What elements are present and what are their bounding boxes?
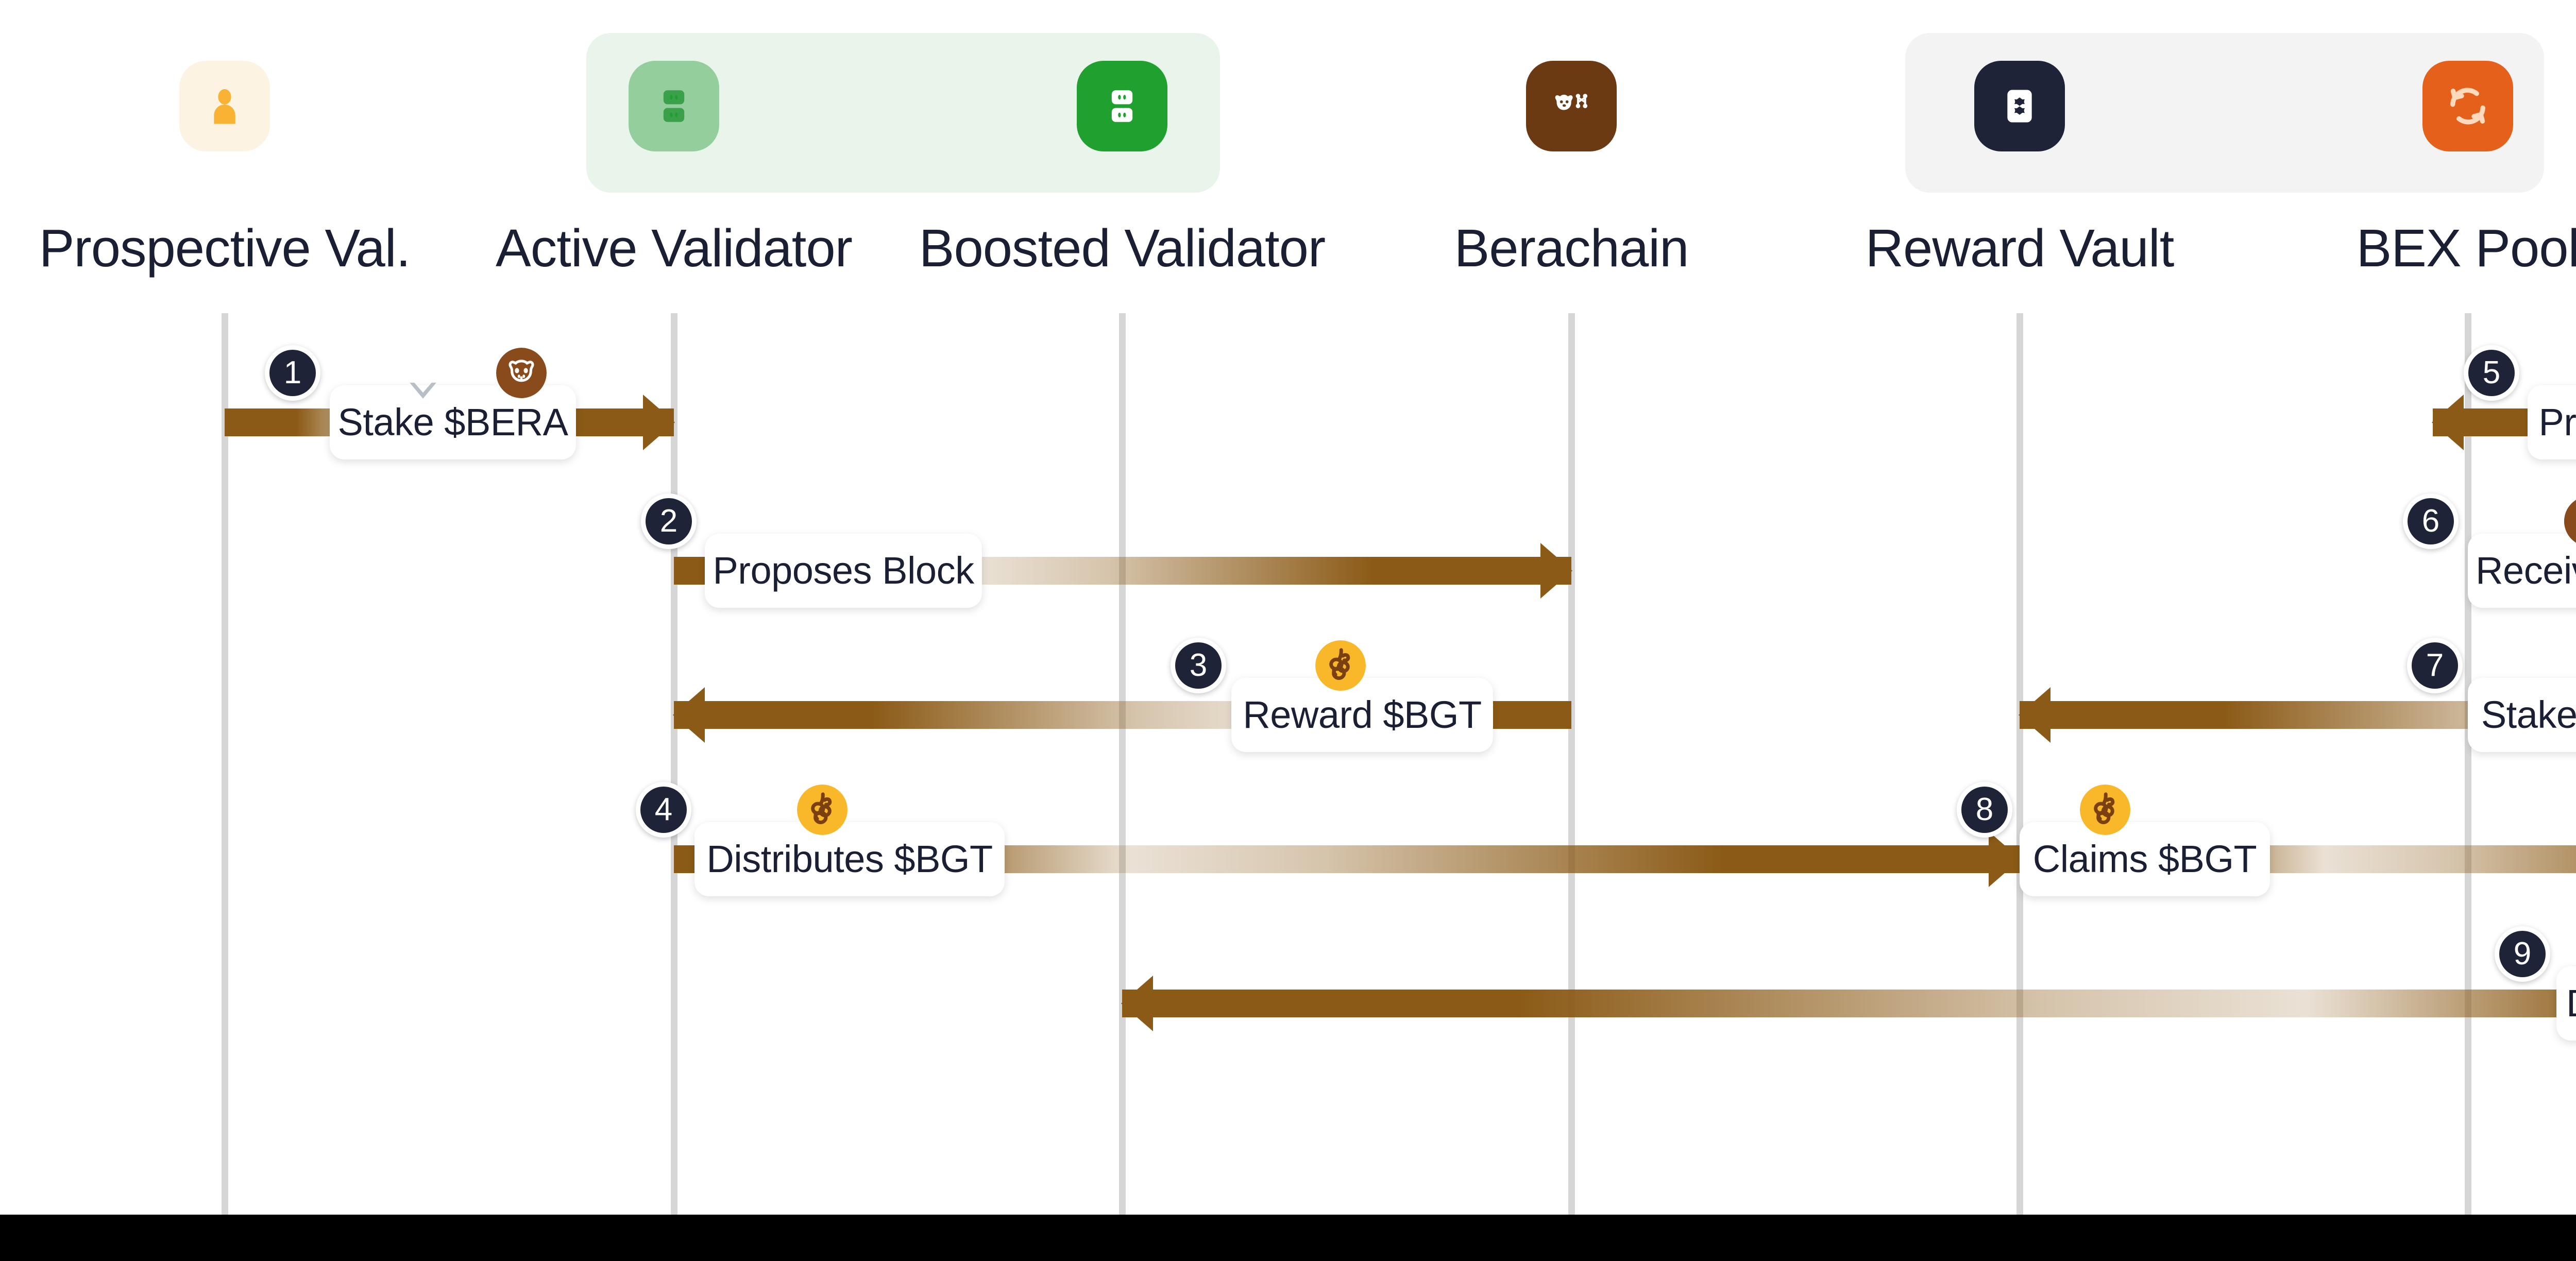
message-label-box-6[interactable]: Receives Receipt <box>2468 534 2576 608</box>
participant-label: Reward Vault <box>1865 218 2175 278</box>
arrow-head <box>1540 543 1572 599</box>
participant-label: Boosted Validator <box>919 218 1326 278</box>
message-label-box-9[interactable]: Delegates $BGT <box>2556 966 2576 1041</box>
message-label-box-1[interactable]: Stake $BERA <box>330 385 576 459</box>
participant-label: Prospective Val. <box>39 218 411 278</box>
message-label-text: Reward $BGT <box>1243 693 1482 736</box>
message-label-text: Stakes Receipt Token <box>2481 693 2576 736</box>
message-number: 9 <box>2513 936 2532 972</box>
participant-label: Berachain <box>1454 218 1689 278</box>
message-label-box-2[interactable]: Proposes Block <box>705 534 982 608</box>
vault-icon <box>1974 61 2065 151</box>
arrow-shaft <box>1122 990 2576 1017</box>
swap-refresh-icon <box>2422 61 2513 151</box>
arrow-head <box>673 687 705 743</box>
message-number-badge: 9 <box>2495 926 2550 982</box>
message-label-text: Delegates $BGT <box>2566 984 2576 1023</box>
message-label-text: Proposes Block <box>713 549 974 592</box>
message-label-box-3[interactable]: Reward $BGT <box>1231 678 1493 752</box>
bgt-token-icon <box>1315 640 1366 691</box>
message-label-box-8[interactable]: Claims $BGT <box>2020 822 2270 896</box>
message-number-badge: 5 <box>2464 345 2519 401</box>
lifeline-boosted-validator <box>1119 313 1126 1261</box>
berachain-logo-icon <box>1526 61 1617 151</box>
message-number-badge: 8 <box>1957 782 2012 838</box>
message-label-text: Receives Receipt <box>2476 549 2576 592</box>
message-label-text: Claims $BGT <box>2032 838 2257 880</box>
arrow-head <box>2432 395 2464 450</box>
message-label-box-5[interactable]: Provides Liquidity <box>2528 385 2576 459</box>
message-number: 3 <box>1189 647 1208 683</box>
message-number: 2 <box>659 503 678 539</box>
message-label-text: Provides Liquidity <box>2538 401 2576 444</box>
message-label-box-4[interactable]: Distributes $BGT <box>694 822 1005 896</box>
bgt-token-icon <box>797 785 848 835</box>
participant-label: Active Validator <box>496 218 853 278</box>
arrow-head <box>643 395 675 450</box>
message-number: 4 <box>654 792 673 827</box>
message-number-badge: 7 <box>2407 638 2463 693</box>
lifeline-bex-pool <box>2465 313 2471 1261</box>
message-number: 5 <box>2482 355 2501 390</box>
participant-label: BEX Pool <box>2356 218 2576 278</box>
message-number-badge: 1 <box>265 345 320 401</box>
message-number: 7 <box>2426 647 2444 683</box>
message-number-badge: 4 <box>636 782 691 838</box>
message-number-badge: 3 <box>1171 638 1226 693</box>
message-number: 8 <box>1975 792 1994 827</box>
message-arrow-9 <box>1121 976 2576 1031</box>
message-label-text: Stake $BERA <box>337 401 568 444</box>
arrow-head <box>1121 976 1153 1031</box>
message-label-box-7[interactable]: Stakes Receipt Token <box>2468 678 2576 752</box>
message-number-badge: 6 <box>2403 493 2459 549</box>
bgt-token-icon <box>2080 785 2130 835</box>
receipt-token-icon <box>2564 496 2576 547</box>
message-number-badge: 2 <box>641 493 697 549</box>
message-number: 1 <box>283 355 302 390</box>
arrow-head <box>2019 687 2050 743</box>
message-number: 6 <box>2421 503 2440 539</box>
bear-icon <box>496 348 547 398</box>
lifeline-prospective-val <box>222 313 228 1261</box>
lifeline-berachain <box>1568 313 1575 1261</box>
server-icon <box>629 61 719 151</box>
bottom-bar <box>0 1215 2576 1261</box>
lifeline-reward-vault <box>2016 313 2023 1261</box>
message-label-text: Distributes $BGT <box>706 838 993 880</box>
server-icon <box>1077 61 1167 151</box>
arrow-head <box>1989 831 2021 887</box>
chevron-down-icon <box>407 379 439 408</box>
person-icon <box>179 61 270 151</box>
